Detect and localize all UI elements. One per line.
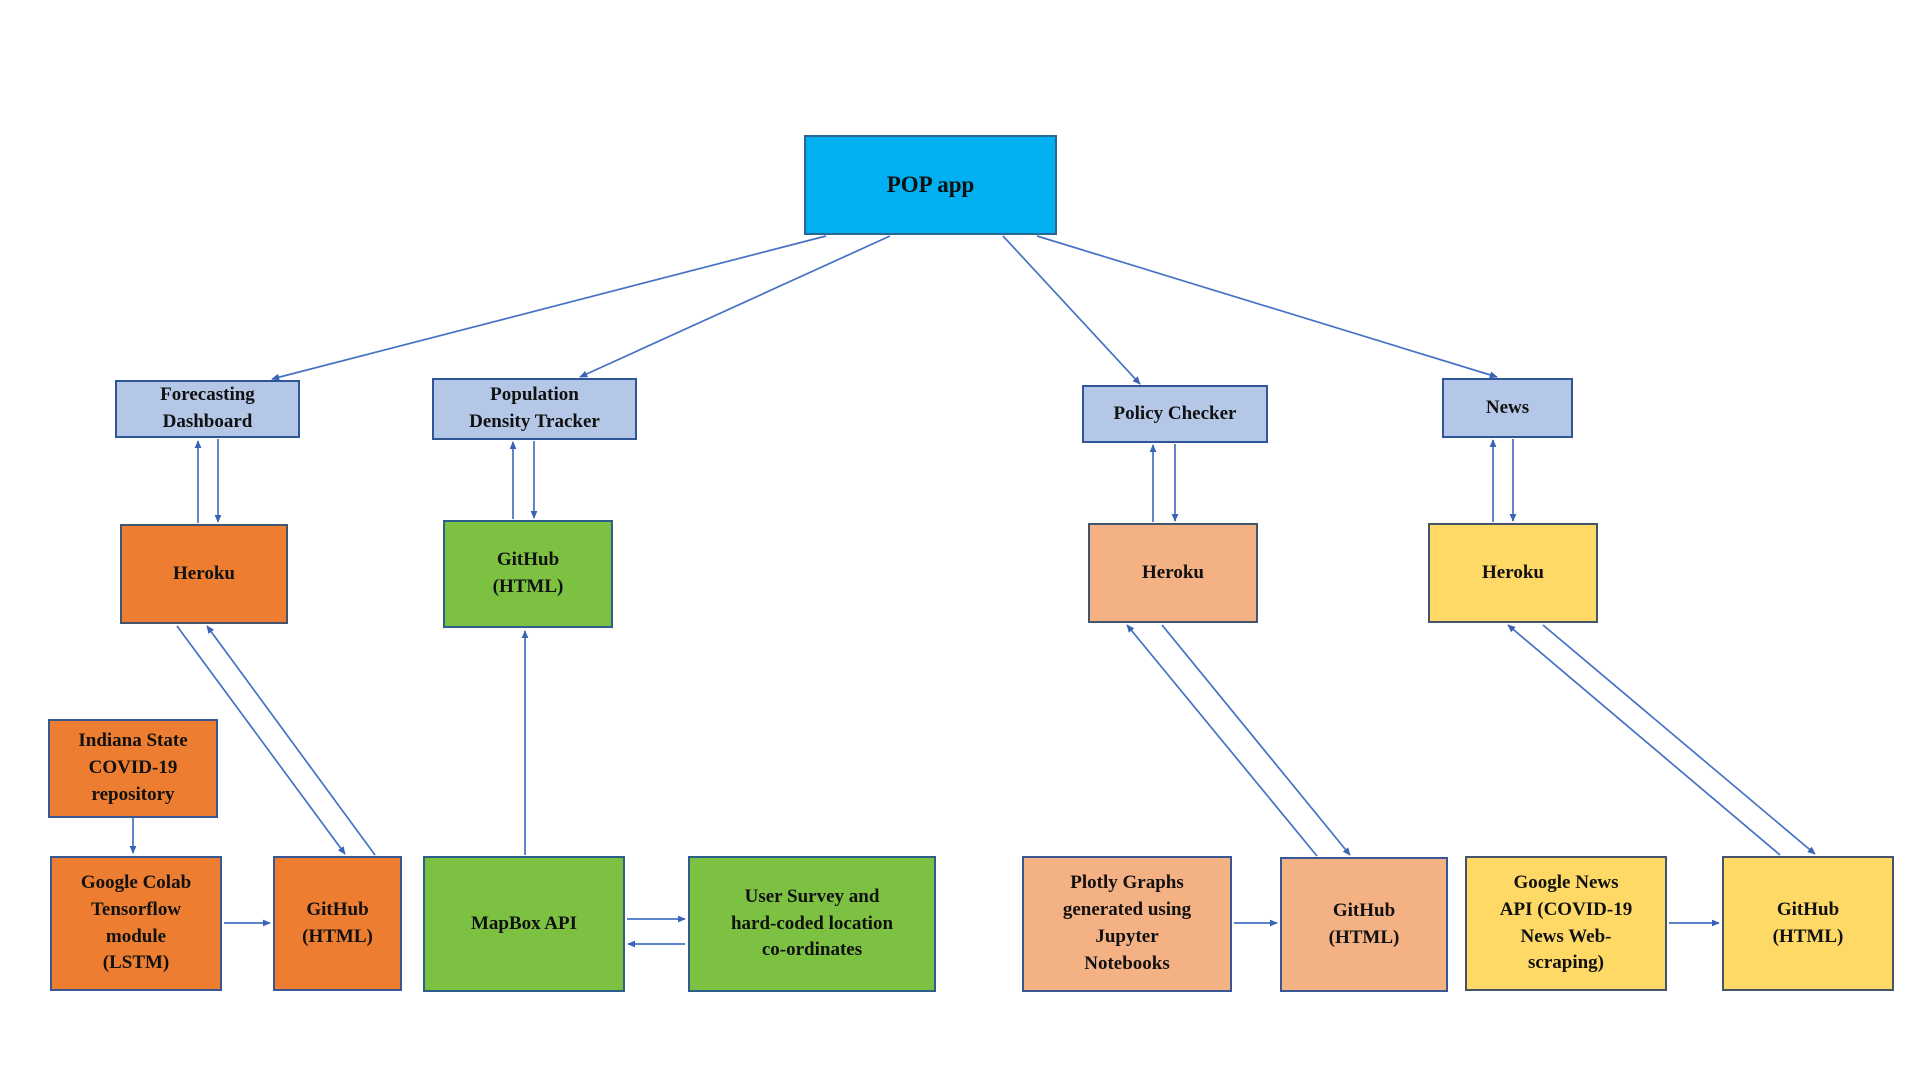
- node-label: POP app: [886, 171, 975, 197]
- arrow-github-html-news-to-heroku-news: [1507, 624, 1781, 856]
- arrow-github-html-forecasting-to-heroku-forecasting: [206, 625, 376, 856]
- node-population-density-tracker: Population Density Tracker: [432, 378, 637, 440]
- arrow-github-html-policy-to-heroku-policy: [1126, 624, 1318, 857]
- node-label: MapBox API: [470, 912, 578, 934]
- arrow-pop-app-to-policy-checker: [1002, 235, 1141, 385]
- node-google-colab-lstm: Google Colab Tensorflow module (LSTM): [50, 856, 222, 991]
- node-label: GitHub (HTML): [1772, 898, 1844, 947]
- node-label: Heroku: [1482, 561, 1544, 583]
- arrow-heroku-policy-to-github-html-policy: [1161, 624, 1351, 856]
- node-policy-checker: Policy Checker: [1082, 385, 1268, 443]
- arrow-pop-app-to-news: [1036, 235, 1498, 379]
- node-github-html-policy: GitHub (HTML): [1280, 857, 1448, 992]
- node-github-html-forecasting: GitHub (HTML): [273, 856, 402, 991]
- node-user-survey: User Survey and hard-coded location co-o…: [688, 856, 936, 992]
- node-label: Forecasting Dashboard: [160, 384, 255, 432]
- node-heroku-forecasting: Heroku: [120, 524, 288, 624]
- node-label: Policy Checker: [1113, 402, 1237, 424]
- node-pop-app: POP app: [804, 135, 1057, 235]
- arrow-heroku-news-to-github-html-news: [1542, 624, 1816, 855]
- node-label: User Survey and hard-coded location co-o…: [730, 885, 894, 961]
- node-label: Population Density Tracker: [469, 384, 600, 432]
- node-mapbox-api: MapBox API: [423, 856, 625, 992]
- node-forecasting-dashboard: Forecasting Dashboard: [115, 380, 300, 438]
- node-news: News: [1442, 378, 1573, 438]
- node-label: Google News API (COVID-19 News Web- scra…: [1499, 871, 1633, 974]
- arrow-pop-app-to-population-density-tracker: [579, 235, 891, 378]
- node-label: Google Colab Tensorflow module (LSTM): [80, 871, 192, 974]
- node-label: Heroku: [1142, 561, 1204, 583]
- node-label: GitHub (HTML): [492, 549, 564, 597]
- node-label: Indiana State COVID-19 repository: [78, 730, 188, 805]
- node-github-html-news: GitHub (HTML): [1722, 856, 1894, 991]
- node-label: Heroku: [173, 562, 235, 584]
- node-label: GitHub (HTML): [1328, 899, 1400, 948]
- node-label: News: [1485, 396, 1530, 418]
- node-heroku-policy: Heroku: [1088, 523, 1258, 623]
- node-heroku-news: Heroku: [1428, 523, 1598, 623]
- node-plotly-graphs: Plotly Graphs generated using Jupyter No…: [1022, 856, 1232, 992]
- node-github-html-population: GitHub (HTML): [443, 520, 613, 628]
- arrow-pop-app-to-forecasting-dashboard: [271, 235, 827, 381]
- node-label: GitHub (HTML): [302, 898, 373, 947]
- node-google-news-api: Google News API (COVID-19 News Web- scra…: [1465, 856, 1667, 991]
- node-indiana-state-repo: Indiana State COVID-19 repository: [48, 719, 218, 818]
- node-label: Plotly Graphs generated using Jupyter No…: [1062, 872, 1192, 974]
